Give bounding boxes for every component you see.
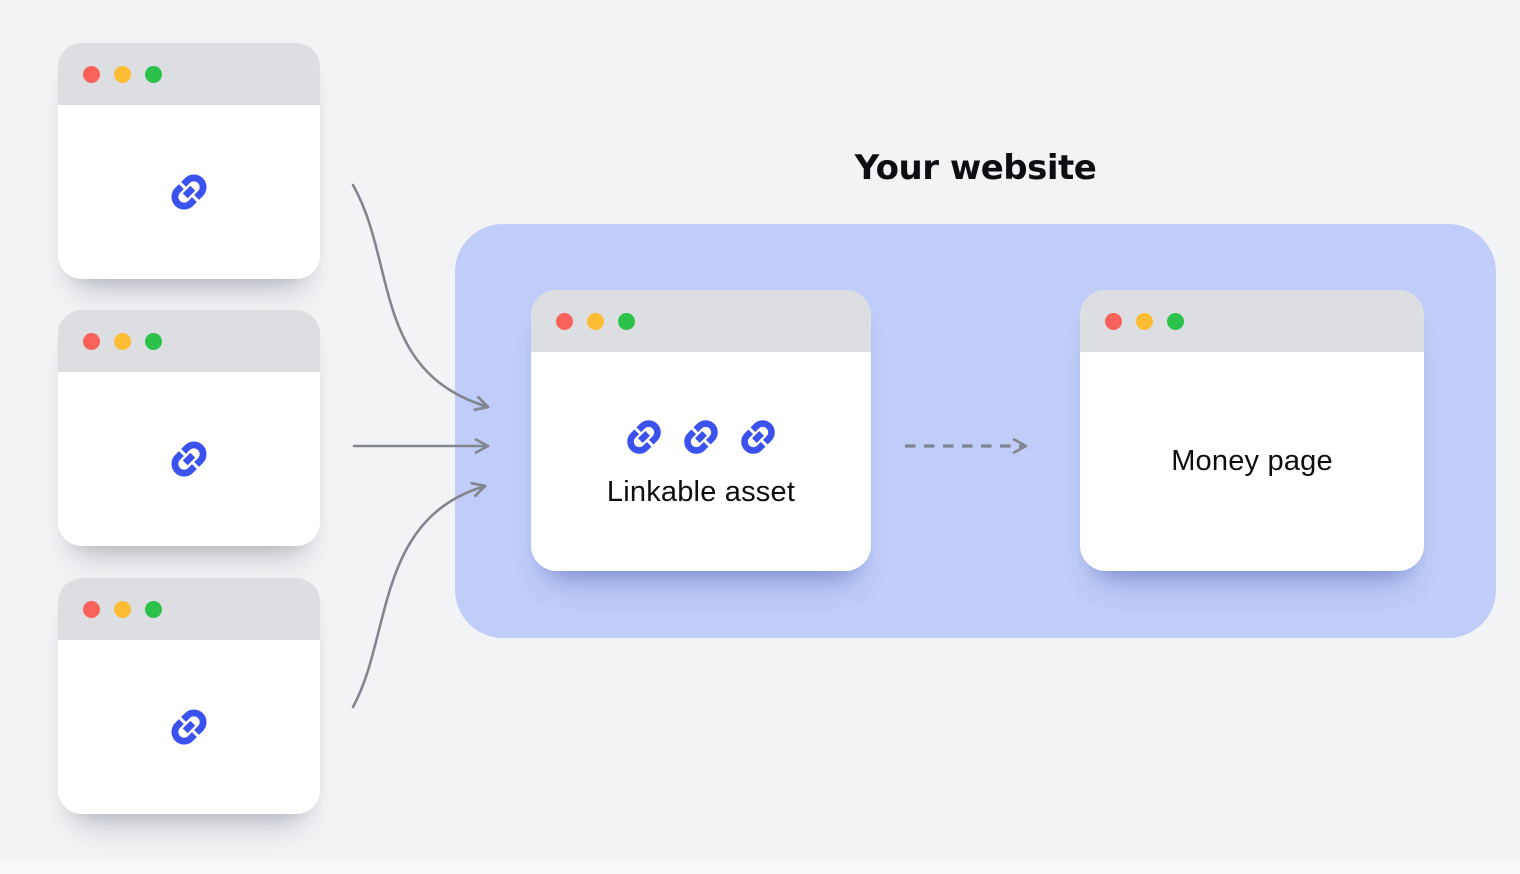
window-body: Money page — [1080, 352, 1424, 571]
window-titlebar — [58, 43, 320, 105]
source-window-3 — [58, 578, 320, 814]
window-body — [58, 640, 320, 814]
traffic-light-red-icon — [83, 332, 100, 350]
source-window-2 — [58, 310, 320, 546]
traffic-light-green-icon — [1167, 312, 1184, 330]
traffic-light-yellow-icon — [114, 332, 131, 350]
traffic-light-green-icon — [145, 600, 162, 618]
money-page-window: Money page — [1080, 290, 1424, 571]
linkable-asset-label: Linkable asset — [606, 475, 796, 508]
traffic-light-yellow-icon — [114, 600, 131, 618]
window-titlebar — [58, 578, 320, 640]
traffic-light-yellow-icon — [587, 312, 604, 330]
window-body: Linkable asset — [531, 352, 871, 571]
link-icon — [622, 415, 666, 459]
window-titlebar — [1080, 290, 1424, 352]
link-icon — [166, 436, 212, 482]
window-titlebar — [58, 310, 320, 372]
window-body — [58, 372, 320, 546]
page-bottom-strip — [0, 861, 1520, 874]
source-window-1 — [58, 43, 320, 279]
traffic-light-green-icon — [145, 65, 162, 83]
link-icon — [679, 415, 723, 459]
your-website-title: Your website — [854, 148, 1097, 188]
link-icon — [166, 704, 212, 750]
traffic-light-green-icon — [618, 312, 635, 330]
link-icon-row — [622, 415, 780, 459]
link-icon — [736, 415, 780, 459]
traffic-light-red-icon — [556, 312, 573, 330]
link-icon — [166, 169, 212, 215]
window-titlebar — [531, 290, 871, 352]
traffic-light-red-icon — [1105, 312, 1122, 330]
traffic-light-green-icon — [145, 332, 162, 350]
traffic-light-red-icon — [83, 65, 100, 83]
traffic-light-red-icon — [83, 600, 100, 618]
traffic-light-yellow-icon — [114, 65, 131, 83]
window-body — [58, 105, 320, 279]
money-page-label: Money page — [1171, 445, 1333, 477]
linkable-asset-window: Linkable asset — [531, 290, 871, 571]
traffic-light-yellow-icon — [1136, 312, 1153, 330]
